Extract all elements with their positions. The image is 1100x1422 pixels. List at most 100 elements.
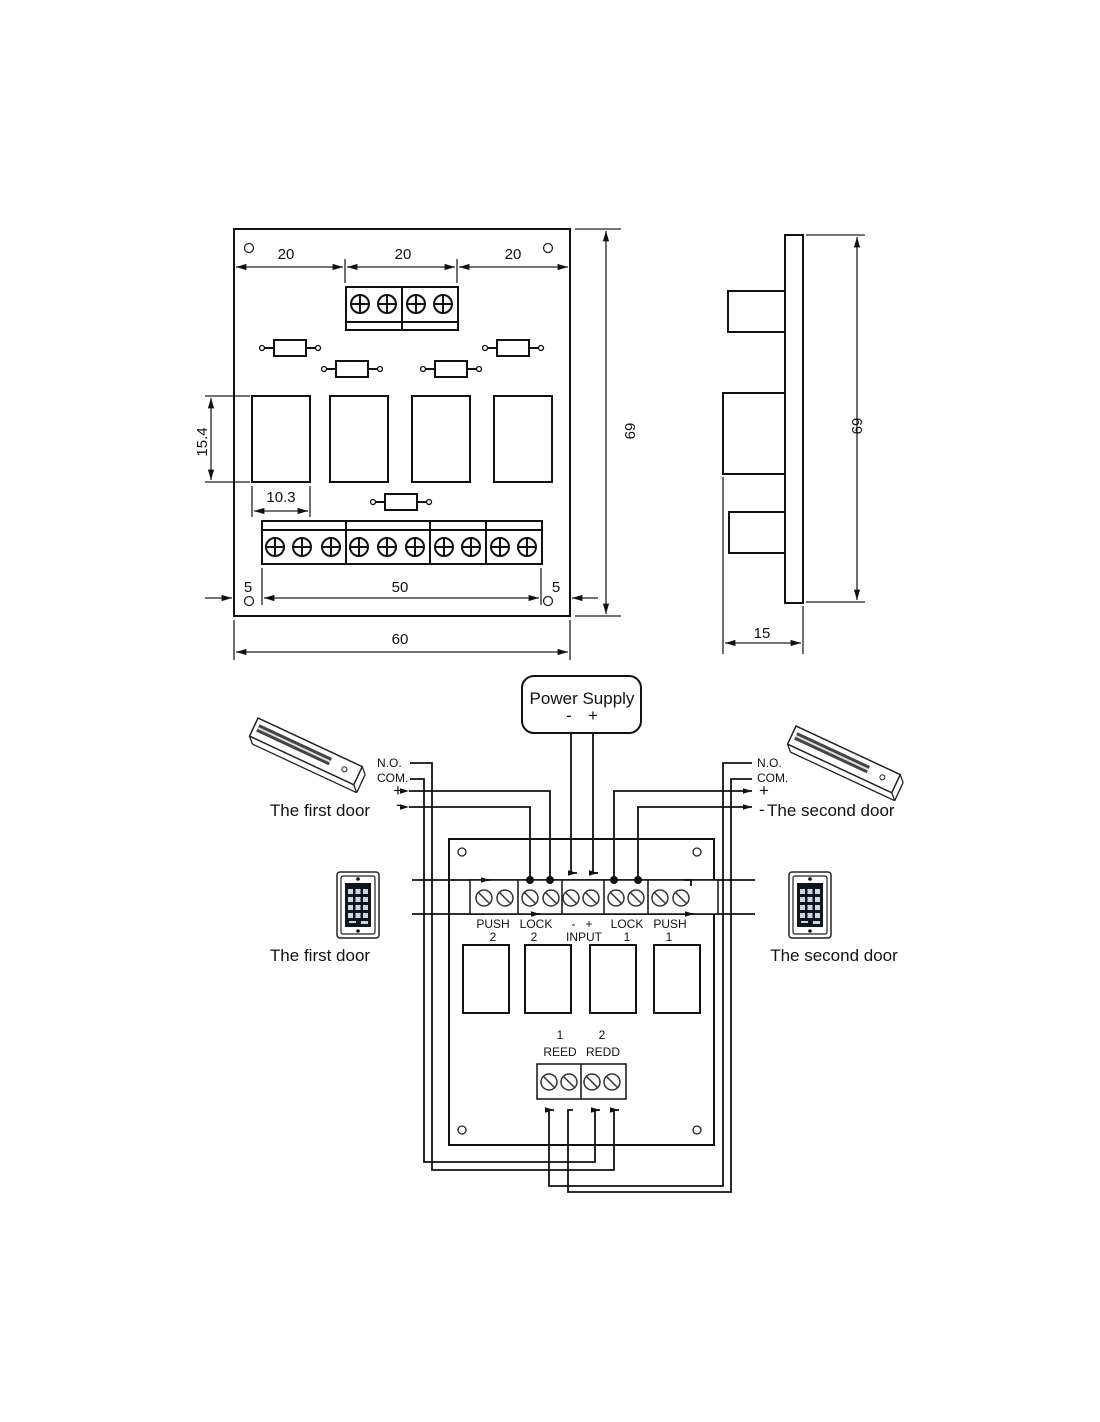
terminal-lock1-bottom: 1 [624, 930, 631, 944]
screw-icon [496, 889, 514, 907]
screw-icon [490, 537, 510, 557]
screw-icon [651, 889, 669, 907]
terminal-push1-top: PUSH [653, 917, 686, 931]
screw-icon [475, 889, 493, 907]
screw-icon [265, 537, 285, 557]
resistor-icon [481, 339, 545, 357]
resistor-icon [258, 339, 322, 357]
screw-icon [562, 889, 580, 907]
side-component [728, 511, 786, 554]
resistor-icon [419, 360, 483, 378]
screw-icon [405, 537, 425, 557]
side-view-drawing: 69 15 [722, 234, 865, 654]
reed2-label: REDD [586, 1045, 620, 1059]
maglock-right-icon [786, 725, 904, 802]
terminal-input-polarity: - + [571, 917, 592, 931]
right-lock-com-label: COM. [757, 771, 788, 785]
main-terminal-strip [469, 879, 719, 915]
keypad-left-icon [336, 871, 380, 939]
side-board [784, 234, 804, 604]
mounting-hole [542, 242, 554, 254]
screw-icon [377, 537, 397, 557]
top-terminal-block [345, 286, 459, 331]
screw-icon [517, 537, 537, 557]
screw-icon [350, 294, 370, 314]
screw-icon [542, 889, 560, 907]
terminal-lock2-bottom: 2 [531, 930, 538, 944]
side-component [727, 290, 786, 333]
power-supply-minus: - [566, 706, 572, 725]
reed1-number: 1 [557, 1028, 564, 1042]
bottom-terminal-block [261, 520, 543, 565]
terminal-input-label: INPUT [566, 930, 603, 944]
dim-top-1: 20 [278, 246, 295, 263]
screw-icon [461, 537, 481, 557]
dim-terminal-span: 50 [392, 579, 409, 596]
relay [524, 944, 572, 1014]
power-supply-plus: + [588, 706, 598, 725]
screw-icon [540, 1073, 558, 1091]
power-supply-box: Power Supply - + [521, 675, 642, 734]
screw-icon [607, 889, 625, 907]
screw-icon [321, 537, 341, 557]
screw-icon [349, 537, 369, 557]
resistor-icon [320, 360, 384, 378]
screw-icon [292, 537, 312, 557]
reed2-number: 2 [599, 1028, 606, 1042]
screw-icon [377, 294, 397, 314]
mounting-hole [243, 595, 255, 607]
dim-edge-left: 5 [244, 579, 252, 596]
mounting-hole [692, 1125, 702, 1135]
left-keypad-caption: The first door [270, 946, 370, 965]
relay [462, 944, 510, 1014]
mounting-hole [243, 242, 255, 254]
mounting-hole [457, 847, 467, 857]
terminal-lock2-top: LOCK [520, 917, 553, 931]
left-lock-caption: The first door [270, 801, 370, 820]
board-outline [233, 228, 571, 617]
mounting-hole [542, 595, 554, 607]
right-lock-caption: The second door [767, 801, 895, 820]
relay [589, 944, 637, 1014]
side-component [722, 392, 786, 475]
screw-icon [433, 294, 453, 314]
dim-side-depth: 15 [754, 625, 771, 642]
screw-icon [406, 294, 426, 314]
screw-icon [627, 889, 645, 907]
left-lock-no-label: N.O. [377, 756, 402, 770]
resistor-icon [369, 493, 433, 511]
maglock-left-icon [248, 717, 366, 794]
terminal-push2-bottom: 2 [490, 930, 497, 944]
relay [251, 395, 311, 483]
relay [493, 395, 553, 483]
mounting-hole [457, 1125, 467, 1135]
relay [411, 395, 471, 483]
left-lock-minus-label: - [396, 795, 402, 814]
right-keypad-caption: The second door [770, 946, 898, 965]
right-lock-minus-label: - [759, 800, 765, 819]
relay [329, 395, 389, 483]
dim-board-height-front: 69 [621, 423, 638, 440]
reed-terminal-block [536, 1063, 627, 1100]
right-lock-no-label: N.O. [757, 756, 782, 770]
wiring-diagram: Power Supply - + The first door N.O. COM… [248, 675, 904, 1193]
dim-board-height-side: 69 [848, 418, 865, 435]
screw-icon [521, 889, 539, 907]
reed1-label: REED [543, 1045, 577, 1059]
screw-icon [560, 1073, 578, 1091]
power-supply-title: Power Supply [530, 689, 635, 708]
terminal-push2-top: PUSH [476, 917, 509, 931]
dim-edge-right: 5 [552, 579, 560, 596]
keypad-right-icon [788, 871, 832, 939]
terminal-lock1-top: LOCK [611, 917, 644, 931]
dim-top-2: 20 [395, 246, 412, 263]
screw-icon [434, 537, 454, 557]
right-lock-plus-label: + [759, 781, 769, 800]
dim-top-3: 20 [505, 246, 522, 263]
left-lock-com-label: COM. [377, 771, 408, 785]
terminal-push1-bottom: 1 [666, 930, 673, 944]
front-view-drawing: 20 20 20 15.4 10.3 [194, 228, 638, 660]
screw-icon [583, 1073, 601, 1091]
controller-board [448, 838, 715, 1146]
